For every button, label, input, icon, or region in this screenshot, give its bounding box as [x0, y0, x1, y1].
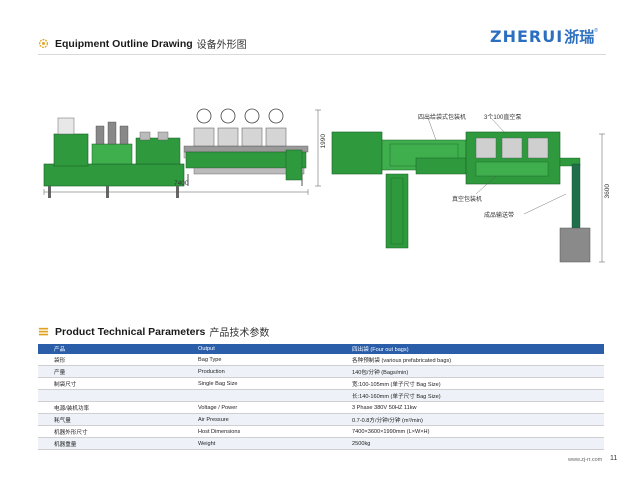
machine-drawing-svg	[43, 108, 605, 263]
logo-cn: 浙瑞	[564, 29, 595, 46]
outline-drawing-heading: Equipment Outline Drawing 设备外形图	[38, 36, 247, 51]
logo-trademark: ®	[594, 27, 598, 34]
table-row: 电源/装机功率 Voltage / Power 3 Phase 380V 50H…	[38, 402, 604, 414]
page-number: 11	[610, 455, 618, 462]
outline-title-en: Equipment Outline Drawing	[55, 37, 193, 50]
label-vacuum-pumps: 3个100直空泵	[484, 115, 522, 121]
table-row: 长:140-160mm (单子尺寸 Bag Size)	[38, 390, 604, 402]
header-divider	[38, 54, 606, 55]
label-four-out-packer: 四出给袋式包装机	[418, 115, 467, 121]
cell-en: Single Bag Size	[198, 380, 238, 387]
footer-website: www.zj-rr.com	[568, 457, 603, 463]
params-title-cn: 产品技术参数	[209, 328, 270, 339]
table-row: 袋形 Bag Type 各种预制袋 (various prefabricated…	[38, 354, 604, 366]
table-header-row: 产品 Output 四出袋 (Four out bags)	[38, 344, 604, 354]
equipment-outline-drawing: 7400 1990 3600 四出给袋式包装机 3个100直空泵 真空包装机 成…	[36, 94, 616, 274]
cell-cn: 制袋尺寸	[54, 381, 77, 388]
table-row: 耗气量 Air Pressure 0.7-0.8方/分钟/分钟 (m³/min)	[38, 414, 604, 426]
cell-value: 2500kg	[352, 440, 371, 447]
logo-latin: ZHERUI	[490, 27, 564, 46]
table-row: 机器重量 Weight 2500kg	[38, 438, 604, 450]
header-cell: 产品	[54, 347, 66, 353]
top-view	[331, 117, 605, 263]
header-cell: Output	[198, 346, 215, 352]
cell-en: Voltage / Power	[198, 404, 238, 411]
cell-value: 0.7-0.8方/分钟/分钟 (m³/min)	[352, 417, 423, 424]
cell-value: 宽:100-105mm (单子尺寸 Bag Size)	[352, 381, 441, 388]
header-cell: 四出袋 (Four out bags)	[352, 347, 409, 353]
list-icon	[38, 327, 49, 336]
gear-icon	[39, 39, 48, 48]
label-vacuum-packer: 真空包装机	[452, 197, 483, 203]
cell-en: Air Pressure	[198, 416, 229, 423]
cell-value: 3 Phase 380V 50HZ 11kw	[352, 404, 417, 411]
table-row: 产量 Production 140包/分钟 (Bags/min)	[38, 366, 604, 378]
cell-en: Host Dimensions	[198, 428, 241, 435]
label-finished-conveyor: 成品输送带	[484, 213, 515, 219]
cell-en: Weight	[198, 440, 216, 447]
dim-length: 7400	[174, 180, 189, 187]
table-row: 机器外形尺寸 Host Dimensions 7400×3600×1990mm …	[38, 426, 604, 438]
dim-width: 3600	[604, 184, 611, 199]
cell-cn: 机器外形尺寸	[54, 429, 88, 436]
cell-cn: 耗气量	[54, 417, 71, 424]
cell-cn: 袋形	[54, 357, 66, 364]
table-row: 制袋尺寸 Single Bag Size 宽:100-105mm (单子尺寸 B…	[38, 378, 604, 390]
cell-cn: 机器重量	[54, 441, 77, 448]
params-title-en: Product Technical Parameters	[55, 325, 206, 338]
brand-logo: ZHERUI 浙瑞 ®	[490, 26, 598, 47]
dim-height: 1990	[320, 134, 327, 149]
tech-params-heading: Product Technical Parameters 产品技术参数	[38, 324, 269, 339]
cell-value: 长:140-160mm (单子尺寸 Bag Size)	[352, 393, 441, 400]
cell-value: 各种预制袋 (various prefabricated bags)	[352, 357, 452, 364]
cell-cn: 产量	[54, 369, 66, 376]
cell-value: 7400×3600×1990mm (L×W×H)	[352, 428, 430, 435]
cell-cn: 电源/装机功率	[54, 405, 90, 412]
front-view	[43, 108, 321, 198]
outline-title-cn: 设备外形图	[196, 40, 247, 51]
cell-value: 140包/分钟 (Bags/min)	[352, 369, 409, 376]
cell-en: Bag Type	[198, 356, 222, 363]
parameters-table: 产品 Output 四出袋 (Four out bags) 袋形 Bag Typ…	[38, 344, 604, 450]
cell-en: Production	[198, 368, 225, 375]
